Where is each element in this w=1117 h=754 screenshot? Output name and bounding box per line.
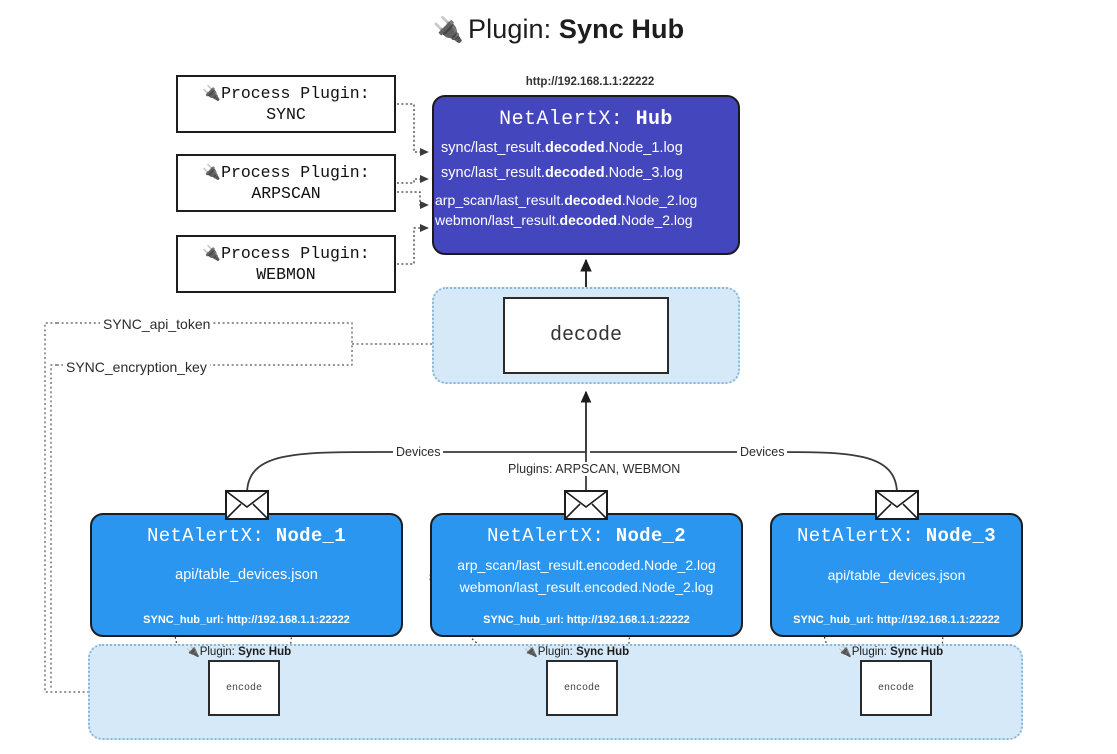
hub-log-3-pre: arp_scan/last_result. — [435, 192, 565, 208]
node-2-line-1: arp_scan/last_result.encoded.Node_2.log — [457, 557, 716, 573]
hub-log-4-post: .Node_2.log — [617, 212, 693, 228]
hub-log-2-pre: sync/last_result. — [441, 165, 545, 181]
encoder-1-caption-name: Sync Hub — [238, 646, 292, 658]
hub-url-label: http://192.168.1.1:22222 — [525, 76, 655, 88]
envelope-icon — [564, 490, 608, 520]
edge-label-devices-left: Devices — [393, 445, 444, 459]
hub-log-2: sync/last_result.decoded.Node_3.log — [434, 165, 738, 181]
encode-box-2[interactable]: encode — [546, 660, 618, 716]
hub-log-3-bold: decoded — [564, 192, 622, 208]
encode-box-3[interactable]: encode — [860, 660, 932, 716]
node-3-header: NetAlertX: Node_3 — [772, 525, 1021, 547]
process-plugin-sync[interactable]: 🔌Process Plugin: SYNC — [176, 75, 396, 133]
hub-log-2-post: .Node_3.log — [604, 165, 683, 181]
plug-icon: 🔌 — [432, 16, 465, 44]
process-plugin-webmon-label: Process Plugin: — [221, 244, 370, 263]
hub-log-1: sync/last_result.decoded.Node_1.log — [434, 140, 738, 156]
encoder-3-caption-prefix: Plugin: — [851, 646, 887, 658]
envelope-icon — [225, 490, 269, 520]
node-1-header-prefix: NetAlertX: — [147, 525, 265, 547]
process-plugin-webmon-line2: WEBMON — [256, 265, 316, 285]
process-plugin-webmon[interactable]: 🔌Process Plugin: WEBMON — [176, 235, 396, 293]
hub-header-name: Hub — [635, 108, 673, 131]
setting-encryption-key-label: SYNC_encryption_key — [63, 359, 210, 375]
encoder-2-caption-prefix: Plugin: — [537, 646, 573, 658]
node-1-header: NetAlertX: Node_1 — [92, 525, 401, 547]
plug-icon: 🔌 — [524, 645, 538, 658]
node-1-header-name: Node_1 — [275, 525, 346, 547]
decode-box[interactable]: decode — [503, 297, 669, 374]
plug-icon: 🔌 — [202, 163, 222, 181]
node-3-header-name: Node_3 — [925, 525, 996, 547]
edge-label-devices-right: Devices — [737, 445, 788, 459]
hub-log-1-post: .Node_1.log — [604, 140, 683, 156]
title-name: Sync Hub — [558, 14, 685, 44]
node-2-line-2: webmon/last_result.encoded.Node_2.log — [459, 579, 714, 595]
node-2-header: NetAlertX: Node_2 — [432, 525, 741, 547]
hub-log-1-pre: sync/last_result. — [441, 140, 545, 156]
process-plugin-arpscan[interactable]: 🔌Process Plugin: ARPSCAN — [176, 154, 396, 212]
node-3-line-1: api/table_devices.json — [827, 567, 966, 583]
hub-log-4-bold: decoded — [559, 212, 618, 228]
plug-icon: 🔌 — [838, 645, 852, 658]
process-plugin-sync-label: Process Plugin: — [221, 84, 370, 103]
process-plugin-webmon-line1: 🔌Process Plugin: — [178, 243, 394, 264]
encoder-3-caption: 🔌Plugin: Sync Hub — [838, 645, 943, 658]
node-3-hub-url: SYNC_hub_url: http://192.168.1.1:22222 — [793, 614, 1000, 626]
node-2-hub-url: SYNC_hub_url: http://192.168.1.1:22222 — [483, 614, 690, 626]
node-1-line-1: api/table_devices.json — [175, 567, 318, 583]
envelope-icon — [875, 490, 919, 520]
hub-box[interactable]: NetAlertX: Hub sync/last_result.decoded.… — [432, 95, 740, 255]
node-1-hub-url: SYNC_hub_url: http://192.168.1.1:22222 — [143, 614, 350, 626]
encoder-1-caption-prefix: Plugin: — [199, 646, 235, 658]
title-prefix: Plugin: — [468, 14, 552, 44]
hub-log-3: arp_scan/last_result.decoded.Node_2.log — [434, 192, 738, 208]
node-to-decode-edges — [246, 390, 898, 495]
edge-label-plugins-center: Plugins: ARPSCAN, WEBMON — [505, 462, 684, 476]
process-plugin-arpscan-label: Process Plugin: — [221, 163, 370, 182]
node-box-node-2[interactable]: NetAlertX: Node_2 arp_scan/last_result.e… — [430, 513, 743, 637]
process-plugin-arpscan-line2: ARPSCAN — [251, 184, 321, 204]
hub-log-4: webmon/last_result.decoded.Node_2.log — [434, 212, 738, 228]
page-title: 🔌Plugin: Sync Hub — [0, 14, 1117, 45]
encoder-3-caption-name: Sync Hub — [890, 646, 944, 658]
process-plugin-arpscan-line1: 🔌Process Plugin: — [178, 162, 394, 183]
hub-log-1-bold: decoded — [544, 140, 605, 156]
encoder-1-caption: 🔌Plugin: Sync Hub — [186, 645, 291, 658]
node-2-header-prefix: NetAlertX: — [487, 525, 605, 547]
plugin-to-hub-edges — [397, 103, 429, 265]
plug-icon: 🔌 — [202, 84, 222, 102]
node-3-header-prefix: NetAlertX: — [797, 525, 915, 547]
encode-box-1[interactable]: encode — [208, 660, 280, 716]
hub-log-2-bold: decoded — [544, 165, 605, 181]
process-plugin-sync-line1: 🔌Process Plugin: — [178, 83, 394, 104]
node-2-header-name: Node_2 — [615, 525, 686, 547]
encoder-2-caption-name: Sync Hub — [576, 646, 630, 658]
hub-log-4-pre: webmon/last_result. — [435, 212, 560, 228]
hub-log-3-post: .Node_2.log — [621, 192, 698, 208]
encoder-2-caption: 🔌Plugin: Sync Hub — [524, 645, 629, 658]
process-plugin-sync-line2: SYNC — [266, 105, 306, 125]
hub-header: NetAlertX: Hub — [434, 108, 738, 131]
plug-icon: 🔌 — [186, 645, 200, 658]
setting-api-token-label: SYNC_api_token — [100, 316, 214, 332]
node-box-node-1[interactable]: NetAlertX: Node_1 api/table_devices.json… — [90, 513, 403, 637]
hub-header-prefix: NetAlertX: — [499, 108, 624, 131]
plug-icon: 🔌 — [202, 244, 222, 262]
node-box-node-3[interactable]: NetAlertX: Node_3 api/table_devices.json… — [770, 513, 1023, 637]
